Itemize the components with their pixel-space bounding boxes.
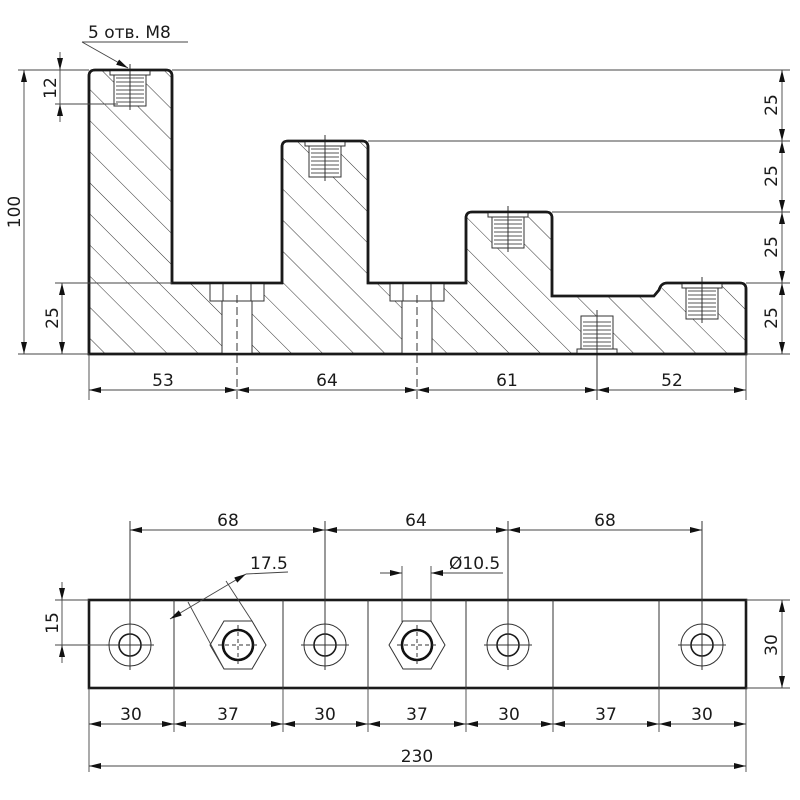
dim-right-3: 25 bbox=[762, 236, 782, 258]
dim-right-4: 25 bbox=[762, 307, 782, 329]
right-dimensions: 25 25 25 25 bbox=[762, 70, 785, 354]
dim-spacing-3: 68 bbox=[594, 511, 616, 531]
threaded-hole-5-bottom bbox=[576, 310, 618, 400]
hex-size-dimension: 17.5 bbox=[169, 554, 289, 670]
callout-text: 5 отв. M8 bbox=[88, 23, 171, 43]
plan-right-dimension: 30 bbox=[746, 599, 790, 689]
dim-segment-5: 30 bbox=[498, 705, 520, 725]
dim-hole-offset: 15 bbox=[43, 612, 63, 634]
section-view: 5 отв. M8 12 100 25 25 25 25 25 bbox=[5, 23, 790, 400]
step-lines bbox=[173, 600, 660, 688]
hex-bolt-1 bbox=[209, 620, 267, 670]
dim-bottom-3: 61 bbox=[496, 371, 518, 391]
plan-hole-4 bbox=[678, 521, 726, 670]
dim-segment-2: 37 bbox=[217, 705, 239, 725]
dim-width: 30 bbox=[762, 634, 782, 656]
bottom-dimensions: 53 64 61 52 bbox=[89, 371, 746, 393]
counterbore-hole-1 bbox=[209, 282, 265, 400]
dim-segment-4: 37 bbox=[406, 705, 428, 725]
plan-hole-3 bbox=[484, 521, 532, 670]
dim-overall-length: 230 bbox=[401, 747, 433, 767]
dim-right-2: 25 bbox=[762, 165, 782, 187]
dim-segment-6: 37 bbox=[595, 705, 617, 725]
dim-total-height: 100 bbox=[5, 196, 25, 228]
plan-hole-1 bbox=[106, 521, 154, 670]
plan-left-dimension: 15 bbox=[43, 582, 106, 663]
hole-diameter-dimension: Ø10.5 bbox=[380, 554, 503, 622]
plan-top-dimensions: 68 64 68 bbox=[130, 511, 702, 533]
dim-bottom-4: 52 bbox=[661, 371, 683, 391]
dim-segment-3: 30 bbox=[314, 705, 336, 725]
dim-segment-7: 30 bbox=[691, 705, 713, 725]
dim-spacing-2: 64 bbox=[405, 511, 427, 531]
dim-spacing-1: 68 bbox=[217, 511, 239, 531]
plan-view: 68 64 68 17.5 Ø10.5 15 bbox=[43, 511, 790, 772]
counterbore-hole-2 bbox=[389, 282, 445, 400]
dim-thread-depth: 12 bbox=[41, 77, 61, 99]
threaded-hole-3 bbox=[487, 206, 529, 252]
dim-hex-size: 17.5 bbox=[250, 554, 288, 574]
threaded-hole-2 bbox=[304, 135, 346, 181]
dim-bottom-2: 64 bbox=[316, 371, 338, 391]
dim-base-height: 25 bbox=[43, 307, 63, 329]
plan-segment-dimensions: 30 37 30 37 30 37 30 230 bbox=[88, 688, 747, 772]
plan-outline bbox=[87, 598, 748, 690]
dim-segment-1: 30 bbox=[120, 705, 142, 725]
left-dimensions: 12 100 25 bbox=[5, 52, 65, 354]
dim-hole-diameter: Ø10.5 bbox=[449, 554, 500, 574]
extension-lines bbox=[18, 69, 790, 400]
threaded-hole-4 bbox=[681, 277, 723, 323]
dim-right-1: 25 bbox=[762, 94, 782, 116]
hex-bolt-2 bbox=[388, 620, 446, 670]
dim-bottom-1: 53 bbox=[152, 371, 174, 391]
hole-callout: 5 отв. M8 bbox=[81, 23, 188, 69]
plan-hole-2 bbox=[301, 521, 349, 670]
